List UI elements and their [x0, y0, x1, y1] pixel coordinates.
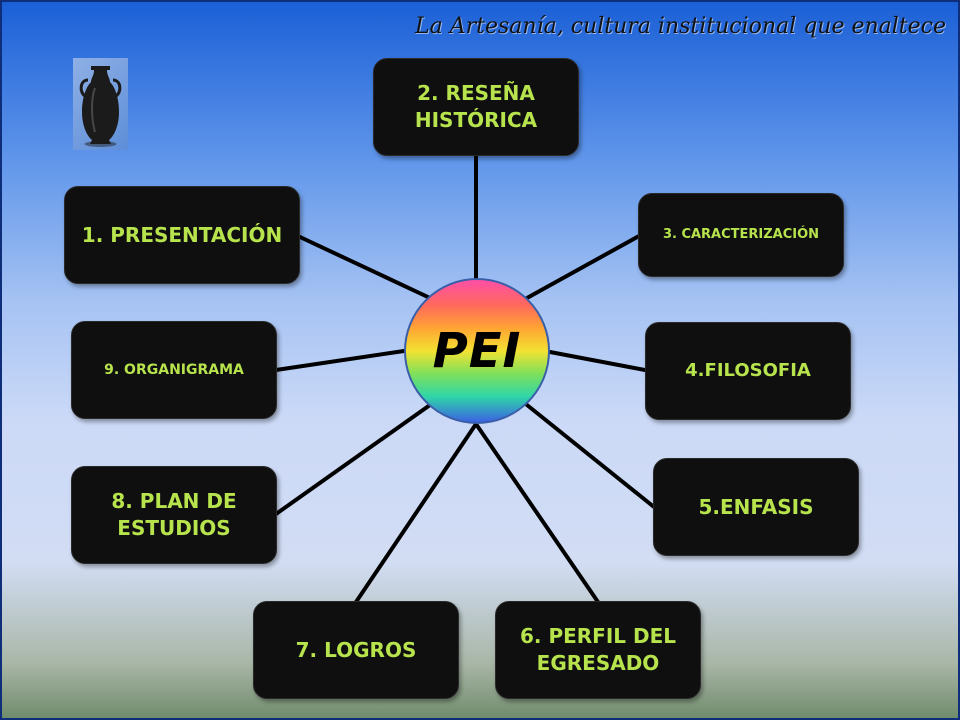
node-presentacion: 1. PRESENTACIÓN — [64, 186, 300, 284]
node-resena-historica: 2. RESEÑA HISTÓRICA — [373, 58, 579, 156]
connector-presentacion — [298, 235, 432, 300]
connector-logros — [354, 422, 478, 604]
slide-title: La Artesanía, cultura institucional que … — [415, 14, 946, 39]
connector-organigrama — [274, 349, 406, 372]
node-logros: 7. LOGROS — [253, 601, 459, 699]
connector-plan — [274, 403, 432, 516]
connector-caracterizacion — [525, 234, 641, 300]
node-enfasis: 5.ENFASIS — [653, 458, 859, 556]
node-plan-estudios: 8. PLAN DE ESTUDIOS — [71, 466, 277, 564]
vase-icon — [73, 58, 128, 150]
center-label: PEI — [432, 323, 522, 379]
connector-enfasis — [525, 403, 656, 509]
connector-filosofia — [548, 350, 647, 372]
center-pei-circle: PEI — [404, 278, 550, 424]
vase-graphic — [79, 66, 122, 147]
node-perfil-egresado: 6. PERFIL DEL EGRESADO — [495, 601, 701, 699]
node-filosofia: 4.FILOSOFIA — [645, 322, 851, 420]
connector-perfil — [474, 422, 600, 604]
node-organigrama: 9. ORGANIGRAMA — [71, 321, 277, 419]
node-caracterizacion: 3. CARACTERIZACIÓN — [638, 193, 844, 277]
